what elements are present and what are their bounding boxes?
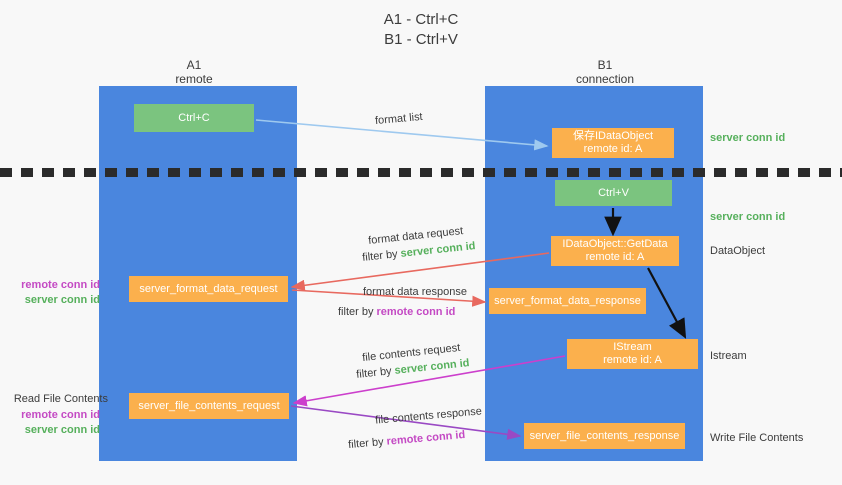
column-header-b1: B1 connection xyxy=(530,58,680,86)
annotation-server-conn-id: server conn id xyxy=(24,294,100,306)
node-ctrl-c[interactable]: Ctrl+C xyxy=(134,104,254,132)
node-server-format-data-request-label: server_format_data_request xyxy=(139,282,278,295)
annotation-remote-conn-id: remote conn id xyxy=(21,409,100,421)
node-istream-label: IStream xyxy=(613,341,652,353)
edge-label-format-data-response-filter: filter by remote conn id xyxy=(338,305,455,319)
column-b1-role: connection xyxy=(575,72,635,86)
node-istream-sub: remote id: A xyxy=(603,354,662,366)
annotation-left-conn-ids-bottom: remote conn id server conn id xyxy=(8,408,100,438)
filter-value-remote-conn-id: remote conn id xyxy=(376,306,456,318)
phase-separator-dashed-line xyxy=(0,168,842,177)
column-b1-name: B1 xyxy=(597,58,613,72)
node-server-file-contents-response[interactable]: server_file_contents_response xyxy=(524,423,685,449)
filter-prefix: filter by xyxy=(347,435,388,452)
title-line-1: A1 - Ctrl+C xyxy=(383,11,459,28)
title-line-2: B1 - Ctrl+V xyxy=(384,31,458,48)
annotation-server-conn-id-top: server conn id xyxy=(710,132,786,144)
node-server-format-data-response[interactable]: server_format_data_response xyxy=(489,288,646,314)
node-ctrl-c-label: Ctrl+C xyxy=(178,111,210,124)
column-header-a1: A1 remote xyxy=(119,58,269,86)
filter-prefix: filter by xyxy=(361,247,402,264)
node-server-file-contents-request-label: server_file_contents_request xyxy=(138,399,280,412)
annotation-istream: Istream xyxy=(710,350,747,362)
node-idataobject-label: 保存IDataObject xyxy=(572,130,654,142)
annotation-server-conn-id: server conn id xyxy=(24,424,100,436)
node-ctrl-v-label: Ctrl+V xyxy=(598,186,629,199)
annotation-left-conn-ids-top: remote conn id server conn id xyxy=(8,278,100,308)
annotation-read-file-contents: Read File Contents xyxy=(13,393,108,405)
node-idataobject-getdata-label: IDataObject::GetData xyxy=(562,238,668,250)
node-server-format-data-response-label: server_format_data_response xyxy=(494,294,641,307)
filter-prefix: filter by xyxy=(338,306,377,318)
node-server-file-contents-request[interactable]: server_file_contents_request xyxy=(129,393,289,419)
edge-label-file-contents-response-filter: filter by remote conn id xyxy=(348,428,466,452)
page-title: A1 - Ctrl+C B1 - Ctrl+V xyxy=(0,10,842,50)
edge-label-format-list: format list xyxy=(374,110,424,128)
annotation-dataobject: DataObject xyxy=(710,245,766,257)
annotation-server-conn-id-mid: server conn id xyxy=(710,211,786,223)
edge-label-file-contents-response: file contents response xyxy=(374,405,483,427)
node-idataobject-getdata-sub: remote id: A xyxy=(585,251,645,263)
node-idataobject[interactable]: 保存IDataObject remote id: A xyxy=(552,128,674,158)
node-idataobject-getdata[interactable]: IDataObject::GetData remote id: A xyxy=(551,236,679,266)
annotation-remote-conn-id: remote conn id xyxy=(21,279,100,291)
column-a1-name: A1 xyxy=(186,58,202,72)
node-ctrl-v[interactable]: Ctrl+V xyxy=(555,180,672,206)
node-server-format-data-request[interactable]: server_format_data_request xyxy=(129,276,288,302)
node-istream[interactable]: IStream remote id: A xyxy=(567,339,698,369)
node-server-file-contents-response-label: server_file_contents_response xyxy=(529,429,680,442)
column-a1-role: remote xyxy=(175,72,213,86)
node-idataobject-sub: remote id: A xyxy=(583,143,643,155)
edge-label-format-data-response: format data response xyxy=(363,286,467,298)
filter-prefix: filter by xyxy=(355,364,396,381)
filter-value-remote-conn-id: remote conn id xyxy=(386,428,466,448)
annotation-write-file-contents: Write File Contents xyxy=(710,432,804,444)
